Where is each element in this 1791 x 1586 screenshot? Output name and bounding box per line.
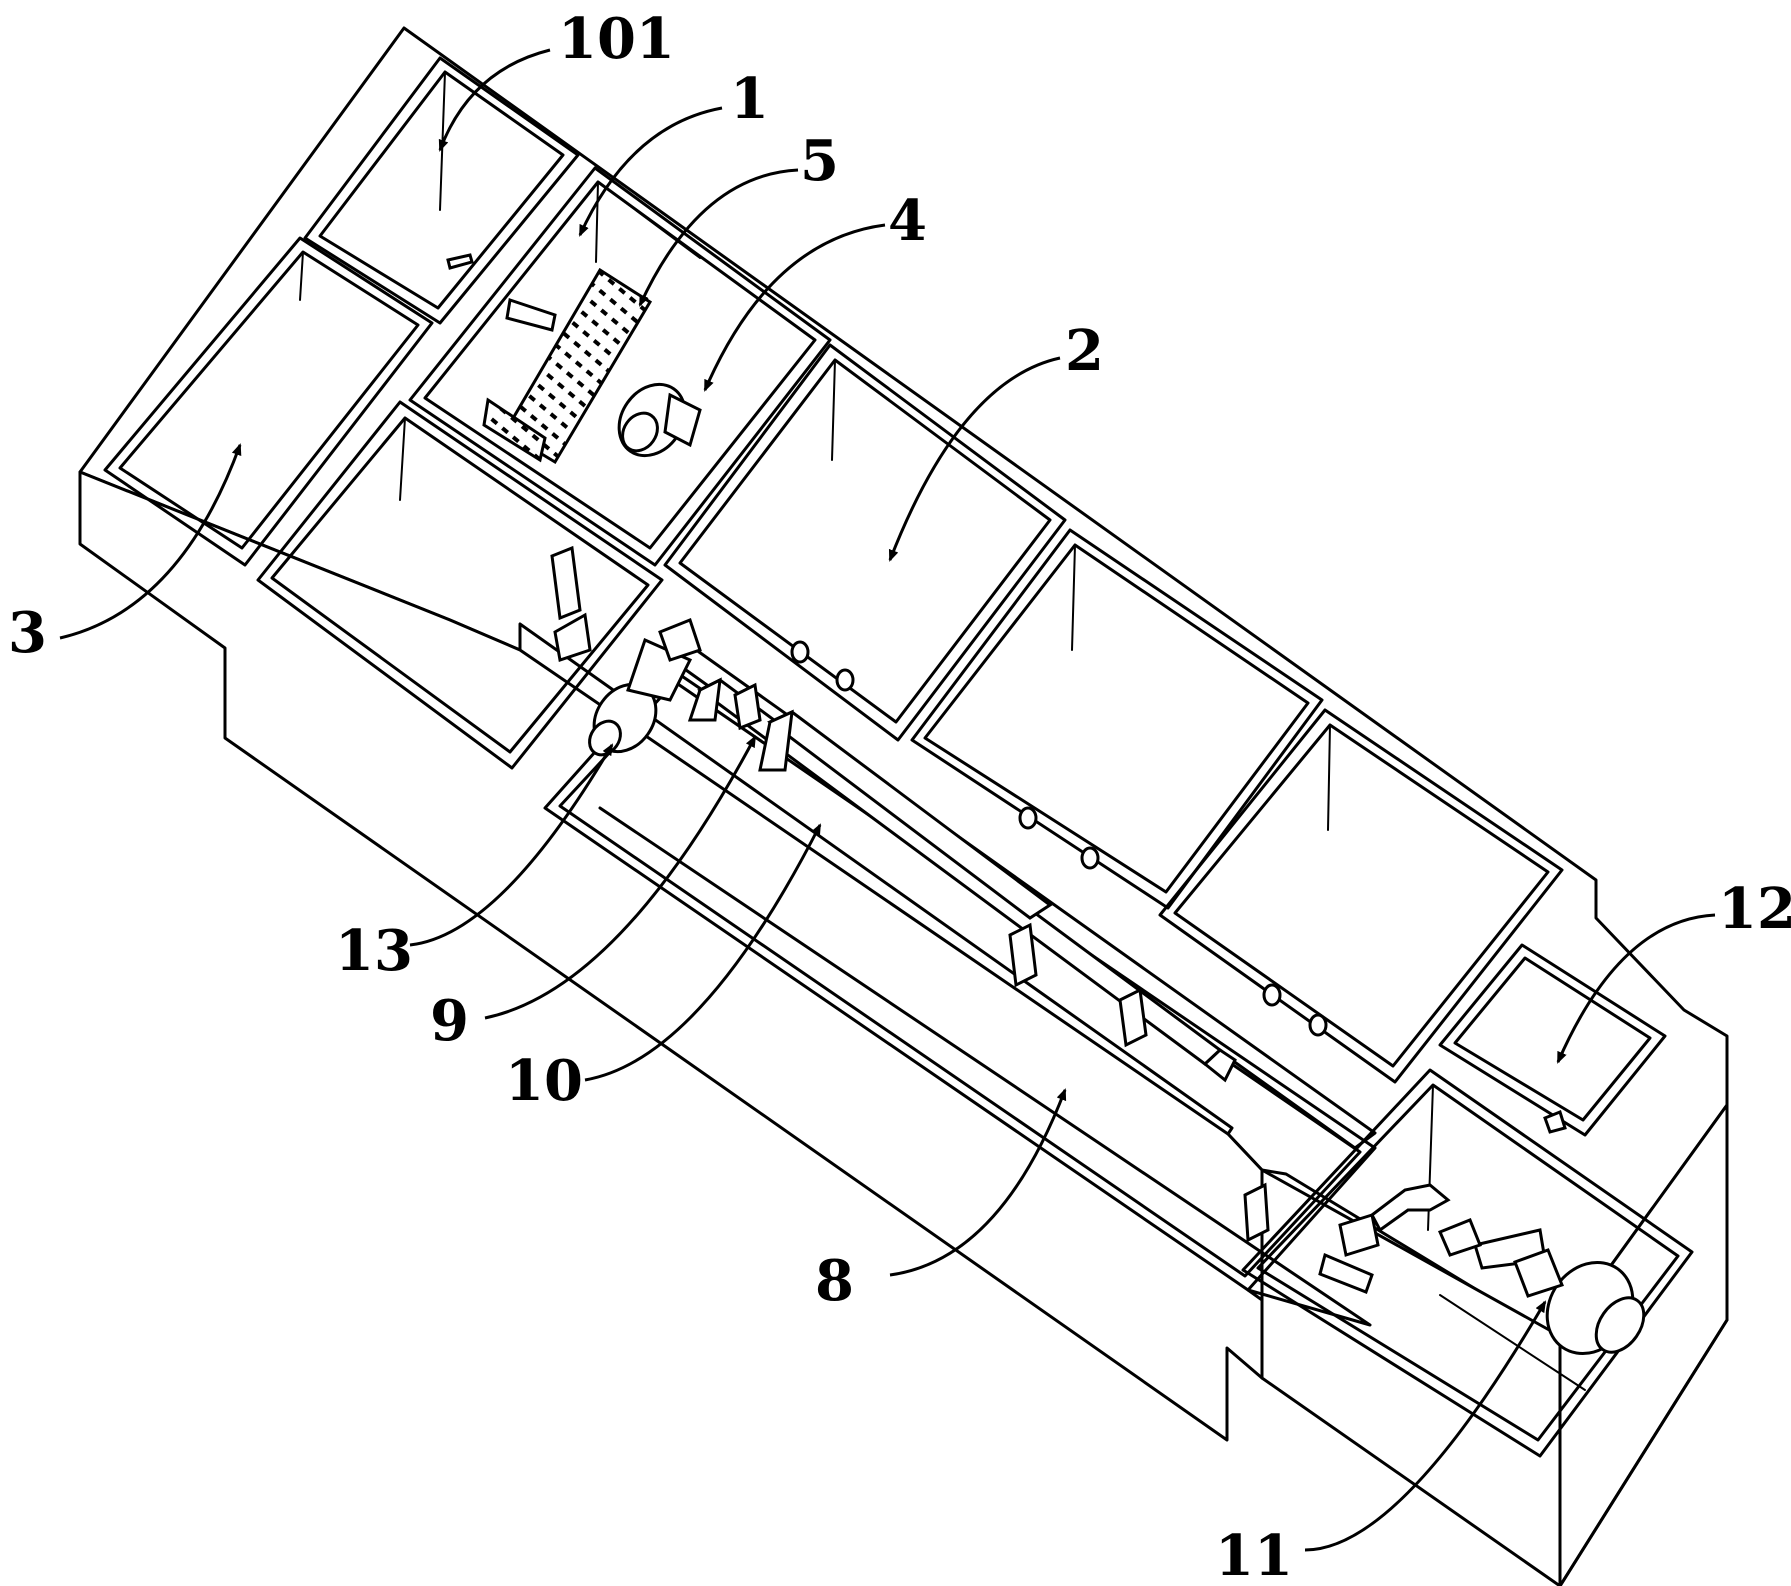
label-11: 11 [1215,1523,1293,1586]
compartment-12 [1438,943,1667,1137]
leader-lines [59,48,1716,1552]
front-face-left [78,470,1264,1442]
pipe-elbow-left [550,545,582,621]
callout-labels: 101 1 5 4 2 3 12 13 9 10 8 11 [8,6,1791,1586]
pipe-9 [733,682,1053,920]
label-9: 9 [430,988,469,1054]
label-101: 101 [558,6,675,72]
compartment-anoxic [256,400,664,770]
label-1: 1 [730,66,769,132]
compartment-middle [910,528,1324,910]
blower-4 [617,382,702,458]
compartment-11 [1241,1068,1694,1458]
pump-11 [1439,1248,1646,1391]
outlet-pipe-101 [446,253,474,270]
label-13: 13 [335,918,413,984]
compartment-right [1158,708,1564,1084]
label-12: 12 [1718,876,1791,942]
compartment-1 [408,166,832,567]
blower-13 [588,618,702,757]
label-2: 2 [1065,318,1104,384]
screen-inlet-pipe [505,298,557,332]
label-3: 3 [8,600,47,666]
label-4: 4 [888,188,927,254]
label-8: 8 [815,1248,854,1314]
label-5: 5 [800,128,839,194]
compartment-2 [663,343,1067,742]
pipe-channel [663,640,1377,1243]
perforated-screen [482,267,653,465]
diffuser-nozzles [790,640,1328,1037]
compartment-3 [103,236,434,567]
label-10: 10 [505,1048,583,1114]
